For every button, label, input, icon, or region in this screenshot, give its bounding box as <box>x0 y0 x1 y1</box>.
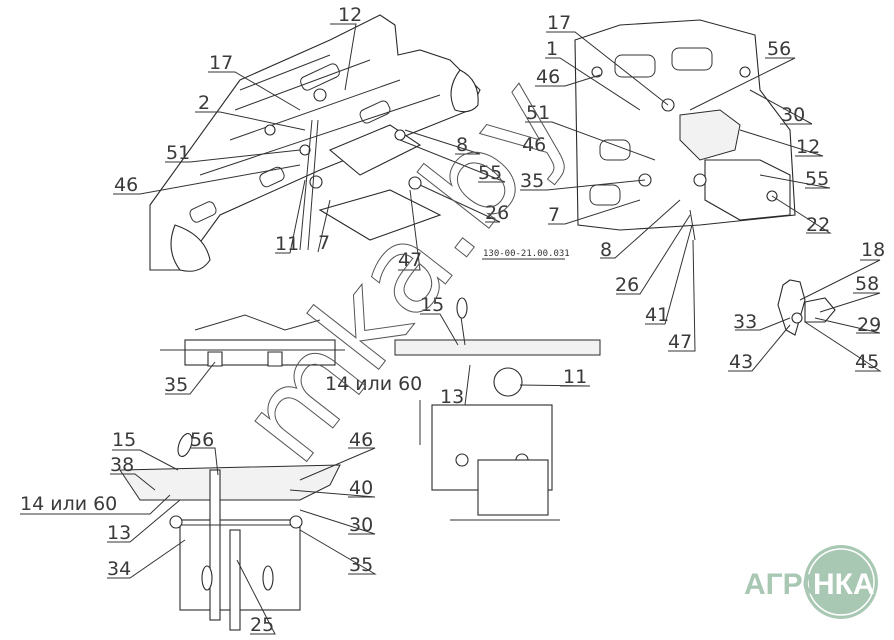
callout-15: 15 <box>112 429 136 451</box>
callout-35: 35 <box>164 374 188 396</box>
callout-35: 35 <box>349 554 373 576</box>
logo-text-1: АГРО <box>744 568 826 601</box>
callout-26: 26 <box>615 274 639 296</box>
labels-bottom-left: 15 56 46 38 14 или 60 40 13 30 34 35 25 <box>20 429 373 636</box>
callout-2: 2 <box>198 92 210 114</box>
callout-17: 17 <box>547 12 571 34</box>
callout-55: 55 <box>805 168 829 190</box>
callout-46b: 46 <box>522 134 546 156</box>
callout-35: 35 <box>520 170 544 192</box>
callout-1: 1 <box>546 38 558 60</box>
callout-18: 18 <box>861 239 885 261</box>
agronka-logo: АГРО НКА <box>744 545 878 619</box>
callout-8: 8 <box>456 134 468 156</box>
callout-51: 51 <box>526 102 550 124</box>
leader-lines <box>20 23 882 635</box>
callout-11: 11 <box>563 366 587 388</box>
callout-17: 17 <box>209 52 233 74</box>
labels-mid: 35 15 14 или 60 13 11 <box>164 294 587 408</box>
callout-40: 40 <box>349 477 373 499</box>
callout-14-or-60: 14 или 60 <box>20 493 117 515</box>
callout-22: 22 <box>806 214 830 236</box>
callout-46: 46 <box>114 174 138 196</box>
callout-11: 11 <box>275 233 299 255</box>
view-detail-parts <box>777 279 836 336</box>
callout-7: 7 <box>318 232 330 254</box>
view-bottom-left-parts <box>119 432 341 631</box>
callout-13: 13 <box>440 386 464 408</box>
callout-7: 7 <box>548 204 560 226</box>
labels-top-right: 17 1 46 56 51 30 12 46 55 35 7 8 22 26 4… <box>520 12 830 353</box>
callout-56: 56 <box>190 429 214 451</box>
callout-46: 46 <box>349 429 373 451</box>
callout-30: 30 <box>781 104 805 126</box>
callout-51: 51 <box>166 142 190 164</box>
callout-29: 29 <box>857 314 881 336</box>
callout-12: 12 <box>796 136 820 158</box>
callout-34: 34 <box>107 558 131 580</box>
callout-41: 41 <box>645 304 669 326</box>
callout-45: 45 <box>855 351 879 373</box>
callout-26: 26 <box>485 202 509 224</box>
callout-15: 15 <box>420 294 444 316</box>
callout-46: 46 <box>536 66 560 88</box>
callout-13: 13 <box>107 522 131 544</box>
callout-58: 58 <box>855 273 879 295</box>
callout-56: 56 <box>767 38 791 60</box>
callout-14-or-60: 14 или 60 <box>325 373 422 395</box>
drawing-number: 130-00-21.00.031 <box>483 249 570 259</box>
logo-text-2: НКА <box>813 568 875 601</box>
view-top-right-parts <box>574 19 796 241</box>
view-middle-parts <box>394 297 601 521</box>
view-mid-left-parts <box>160 314 345 367</box>
callout-33: 33 <box>733 311 757 333</box>
callout-25: 25 <box>250 614 274 636</box>
callout-43: 43 <box>729 351 753 373</box>
callout-47: 47 <box>398 249 422 271</box>
labels-top-left: 12 17 2 51 46 11 7 47 26 55 8 130-00-21.… <box>114 4 570 271</box>
callout-30: 30 <box>349 514 373 536</box>
callout-12: 12 <box>338 4 362 26</box>
callout-47: 47 <box>668 331 692 353</box>
callout-38: 38 <box>110 454 134 476</box>
view-top-left-parts <box>149 14 481 272</box>
labels-detail: 18 58 33 29 43 45 <box>729 239 885 373</box>
callout-8: 8 <box>600 239 612 261</box>
callout-55: 55 <box>478 162 502 184</box>
